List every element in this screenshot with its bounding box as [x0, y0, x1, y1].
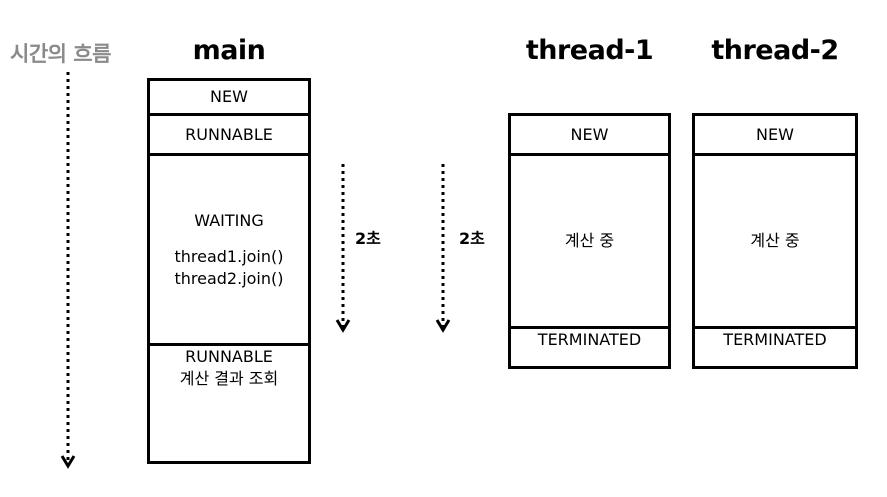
thread1-title: thread-1 — [525, 35, 654, 66]
time-flow-label: 시간의 흐름 — [10, 42, 111, 66]
thread1-state-terminated: TERMINATED — [511, 329, 668, 351]
thread2-lifecycle: NEW 계산 중 TERMINATED — [692, 113, 858, 369]
main-state-waiting-label: WAITING — [194, 210, 264, 230]
thread2-state-new: NEW — [695, 116, 855, 156]
main-state-new: NEW — [150, 81, 308, 116]
thread1-state-terminated-label: TERMINATED — [537, 330, 642, 349]
main-state-runnable2-label: RUNNABLE — [185, 347, 273, 366]
main-state-runnable: RUNNABLE — [150, 116, 308, 156]
thread1-state-new-label: NEW — [570, 124, 609, 144]
calculation-result-label: 계산 결과 조회 — [179, 369, 279, 388]
thread2-title: thread-2 — [711, 35, 839, 66]
time-flow-arrow — [60, 72, 76, 469]
main-state-runnable-label: RUNNABLE — [185, 124, 273, 144]
thread2-state-calculating: 계산 중 — [695, 156, 855, 329]
thread2-state-terminated-label: TERMINATED — [723, 330, 827, 349]
main-state-new-label: NEW — [210, 87, 248, 106]
thread2-state-calc-label: 계산 중 — [750, 231, 800, 250]
main-thread-lifecycle: NEW RUNNABLE WAITING thread1.join() thre… — [147, 78, 311, 464]
thread2-join-call: thread2.join() — [174, 268, 284, 288]
main-state-waiting: WAITING thread1.join() thread2.join() — [150, 156, 308, 346]
duration-label-2: 2초 — [459, 229, 485, 248]
main-state-runnable-result: RUNNABLE 계산 결과 조회 — [150, 346, 308, 390]
duration-arrow-2 — [435, 164, 451, 333]
duration-label-1: 2초 — [355, 229, 381, 248]
thread1-join-call: thread1.join() — [174, 246, 284, 266]
thread1-state-new: NEW — [511, 116, 668, 156]
thread1-lifecycle: NEW 계산 중 TERMINATED — [508, 113, 671, 369]
main-thread-title: main — [192, 35, 266, 66]
thread2-state-terminated: TERMINATED — [695, 329, 855, 351]
thread2-state-new-label: NEW — [756, 124, 794, 144]
duration-arrow-1 — [335, 164, 351, 333]
thread1-state-calc-label: 계산 중 — [564, 231, 615, 250]
thread1-state-calculating: 계산 중 — [511, 156, 668, 329]
